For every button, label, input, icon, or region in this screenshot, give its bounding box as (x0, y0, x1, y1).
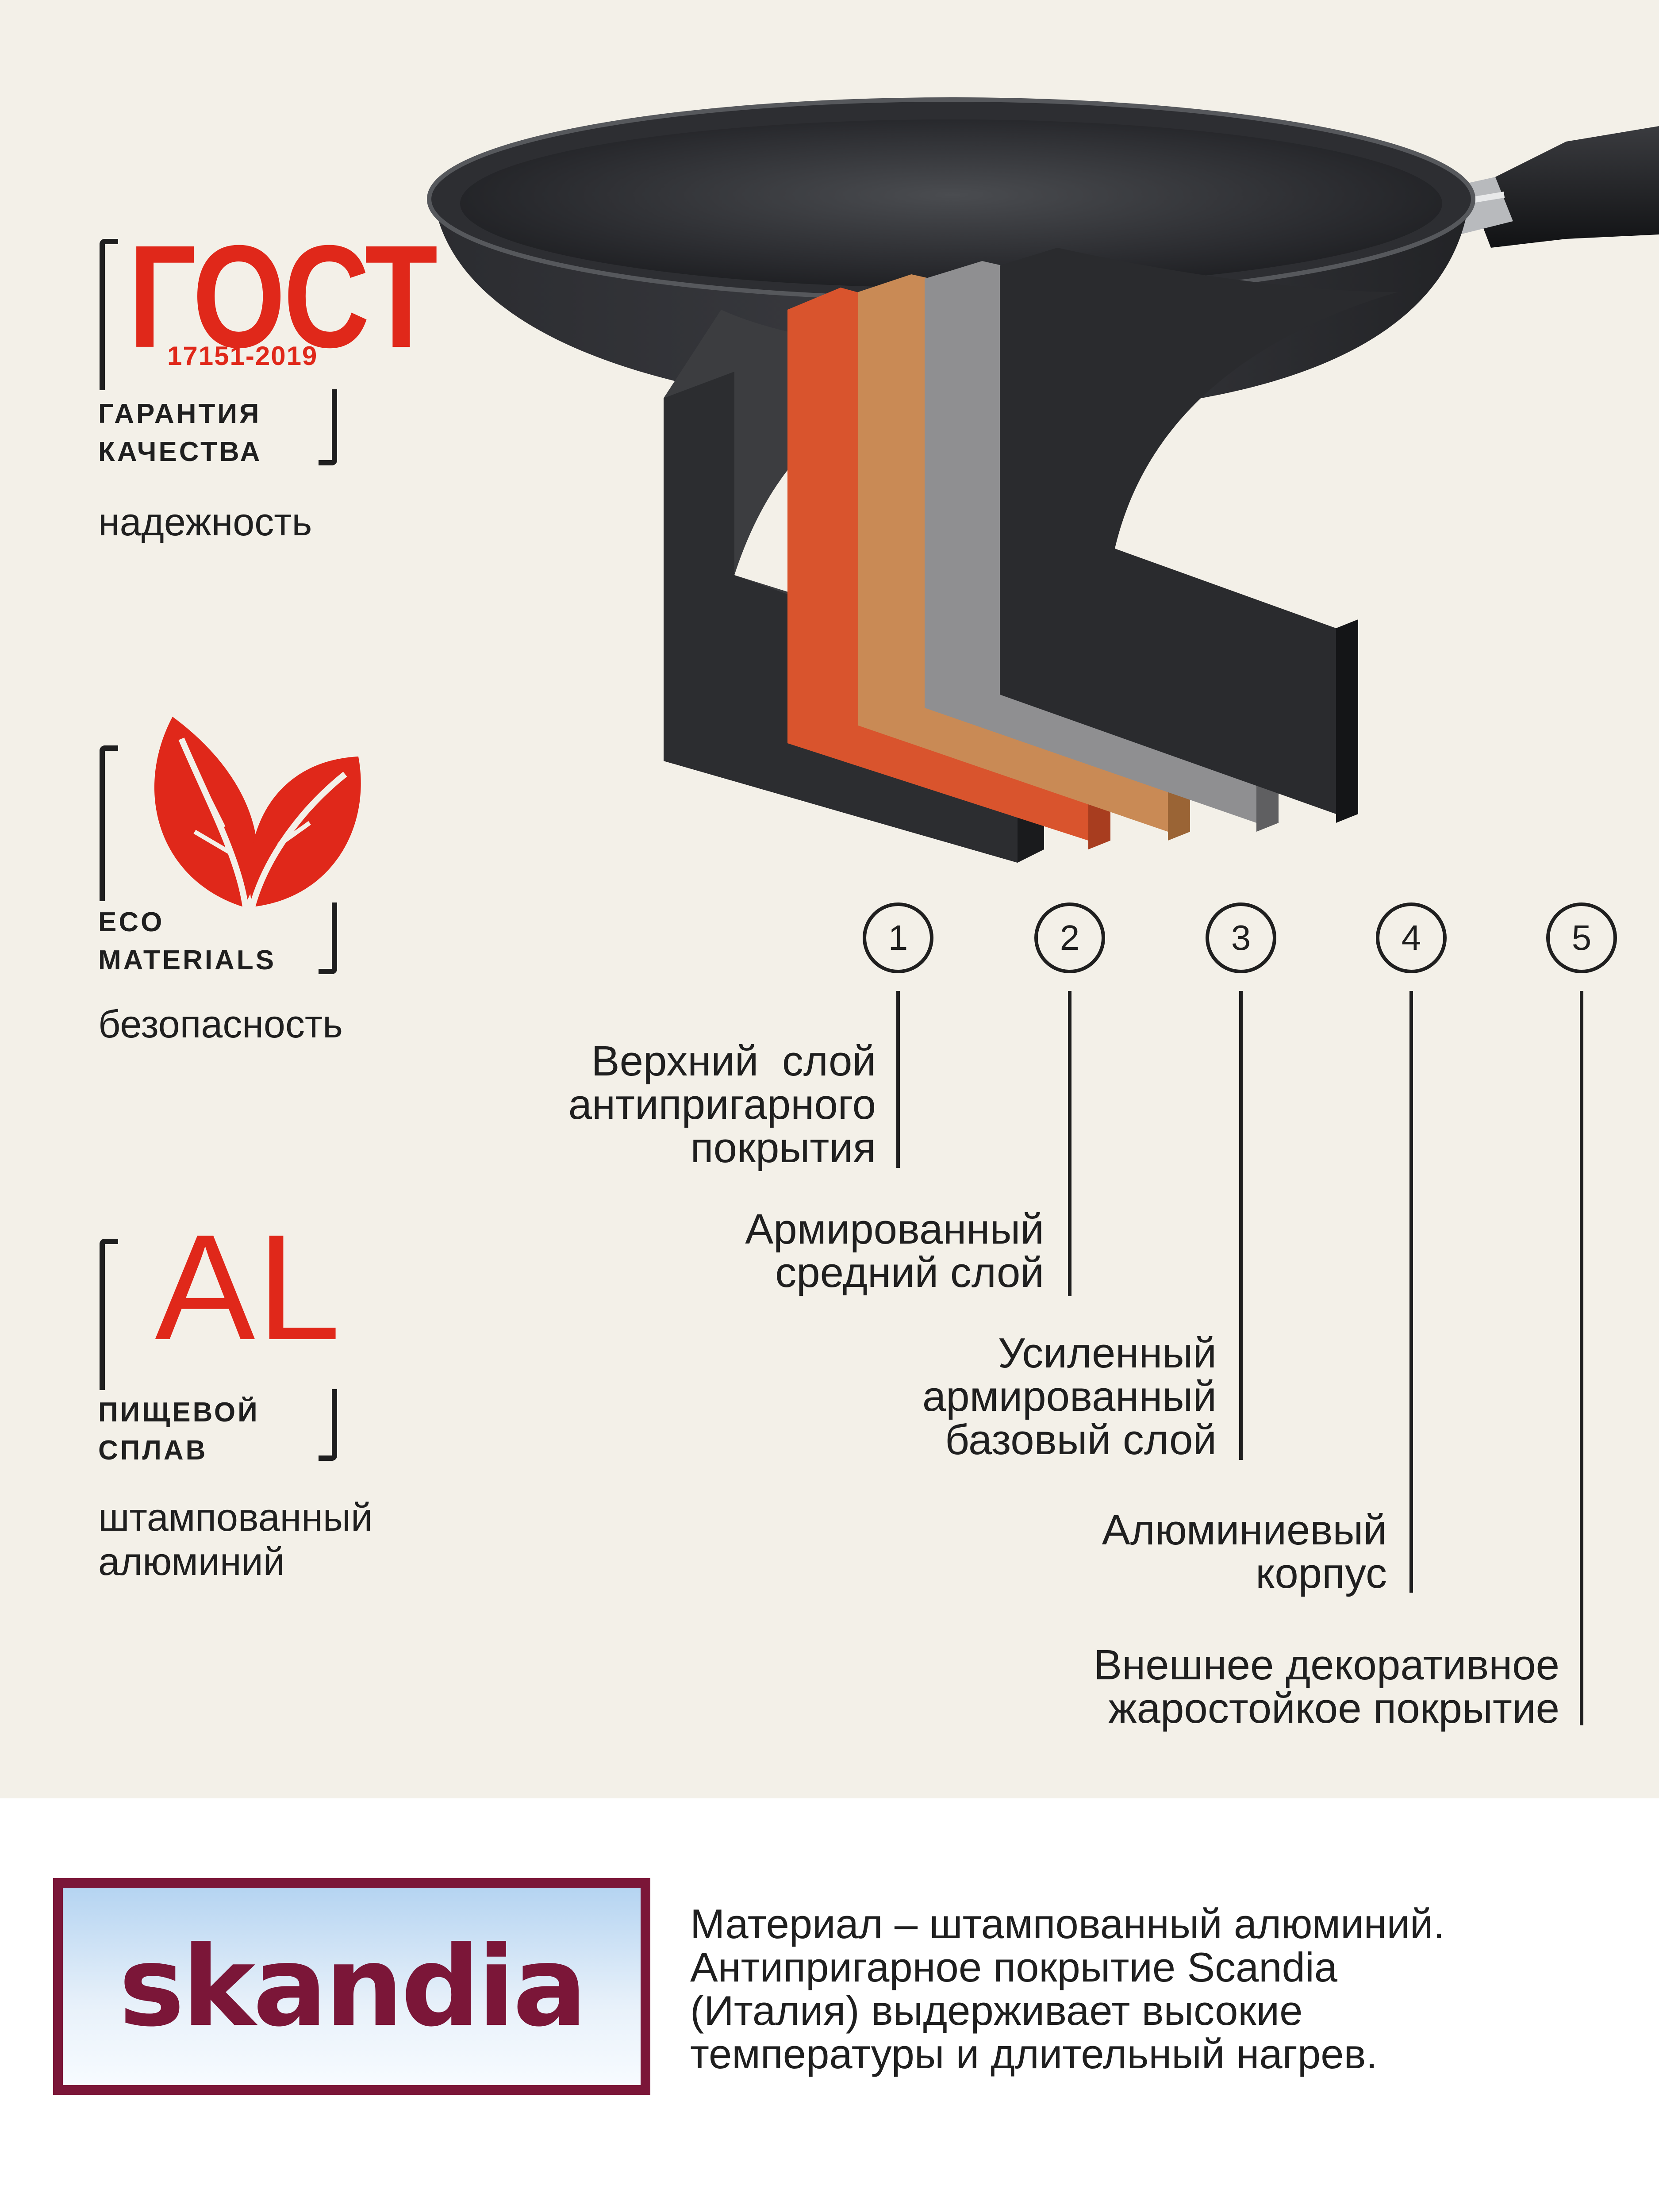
layer-3-label: Усиленный армированный базовый слой (922, 1329, 1217, 1463)
layer-1-leader-line (896, 991, 900, 1168)
layer-5-label: Внешнее декоративное жаростойкое покрыти… (1094, 1641, 1559, 1732)
gost-bracket-top-left (100, 239, 118, 390)
al-caption: штампованный алюминий (98, 1495, 373, 1583)
layer-2-label: Армированный средний слой (745, 1206, 1044, 1296)
layer-1-strip-edge (1336, 619, 1358, 823)
logo-text: skandia (119, 1922, 587, 2051)
gost-number: 17151-2019 (167, 341, 318, 371)
eco-bracket-bottom-right (319, 902, 337, 974)
eco-label: ECO MATERIALS (98, 907, 276, 975)
layer-2-leader-line (1068, 991, 1071, 1296)
layer-5-leader-line (1580, 991, 1583, 1725)
layer-4-number: 4 (1376, 902, 1447, 973)
pan-cooking-surface (460, 119, 1442, 288)
layer-3-leader-line (1239, 991, 1243, 1460)
leaf-icon (154, 717, 361, 908)
layer-3-number: 3 (1206, 902, 1276, 973)
eco-bracket-top-left (100, 745, 118, 901)
footer-description: Материал – штампованный алюминий. Антипр… (690, 1901, 1445, 2077)
layer-4-label: Алюминиевый корпус (1102, 1506, 1387, 1597)
gost-label: ГАРАНТИЯ КАЧЕСТВА (98, 399, 262, 467)
layer-cutaway (664, 248, 1398, 863)
layer-5-number: 5 (1546, 902, 1617, 973)
gost-title: ГОСТ (128, 215, 438, 378)
layer-4-leader-line (1409, 991, 1413, 1593)
al-title: AL (155, 1203, 342, 1371)
al-label: ПИЩЕВОЙ СПЛАВ (98, 1397, 260, 1466)
layer-1-label: Верхний слой антипригарного покрытия (568, 1037, 876, 1171)
gost-bracket-bottom-right (319, 389, 337, 465)
skandia-logo: skandia (53, 1878, 650, 2095)
layer-1-number: 1 (863, 902, 933, 973)
layer-2-number: 2 (1034, 902, 1105, 973)
gost-caption: надежность (98, 500, 312, 544)
al-bracket-top-left (100, 1239, 118, 1390)
eco-caption: безопасность (98, 1002, 343, 1046)
frying-pan-illustration (427, 97, 1659, 863)
al-bracket-bottom-right (319, 1389, 337, 1461)
layer-1-strip (1000, 248, 1398, 814)
